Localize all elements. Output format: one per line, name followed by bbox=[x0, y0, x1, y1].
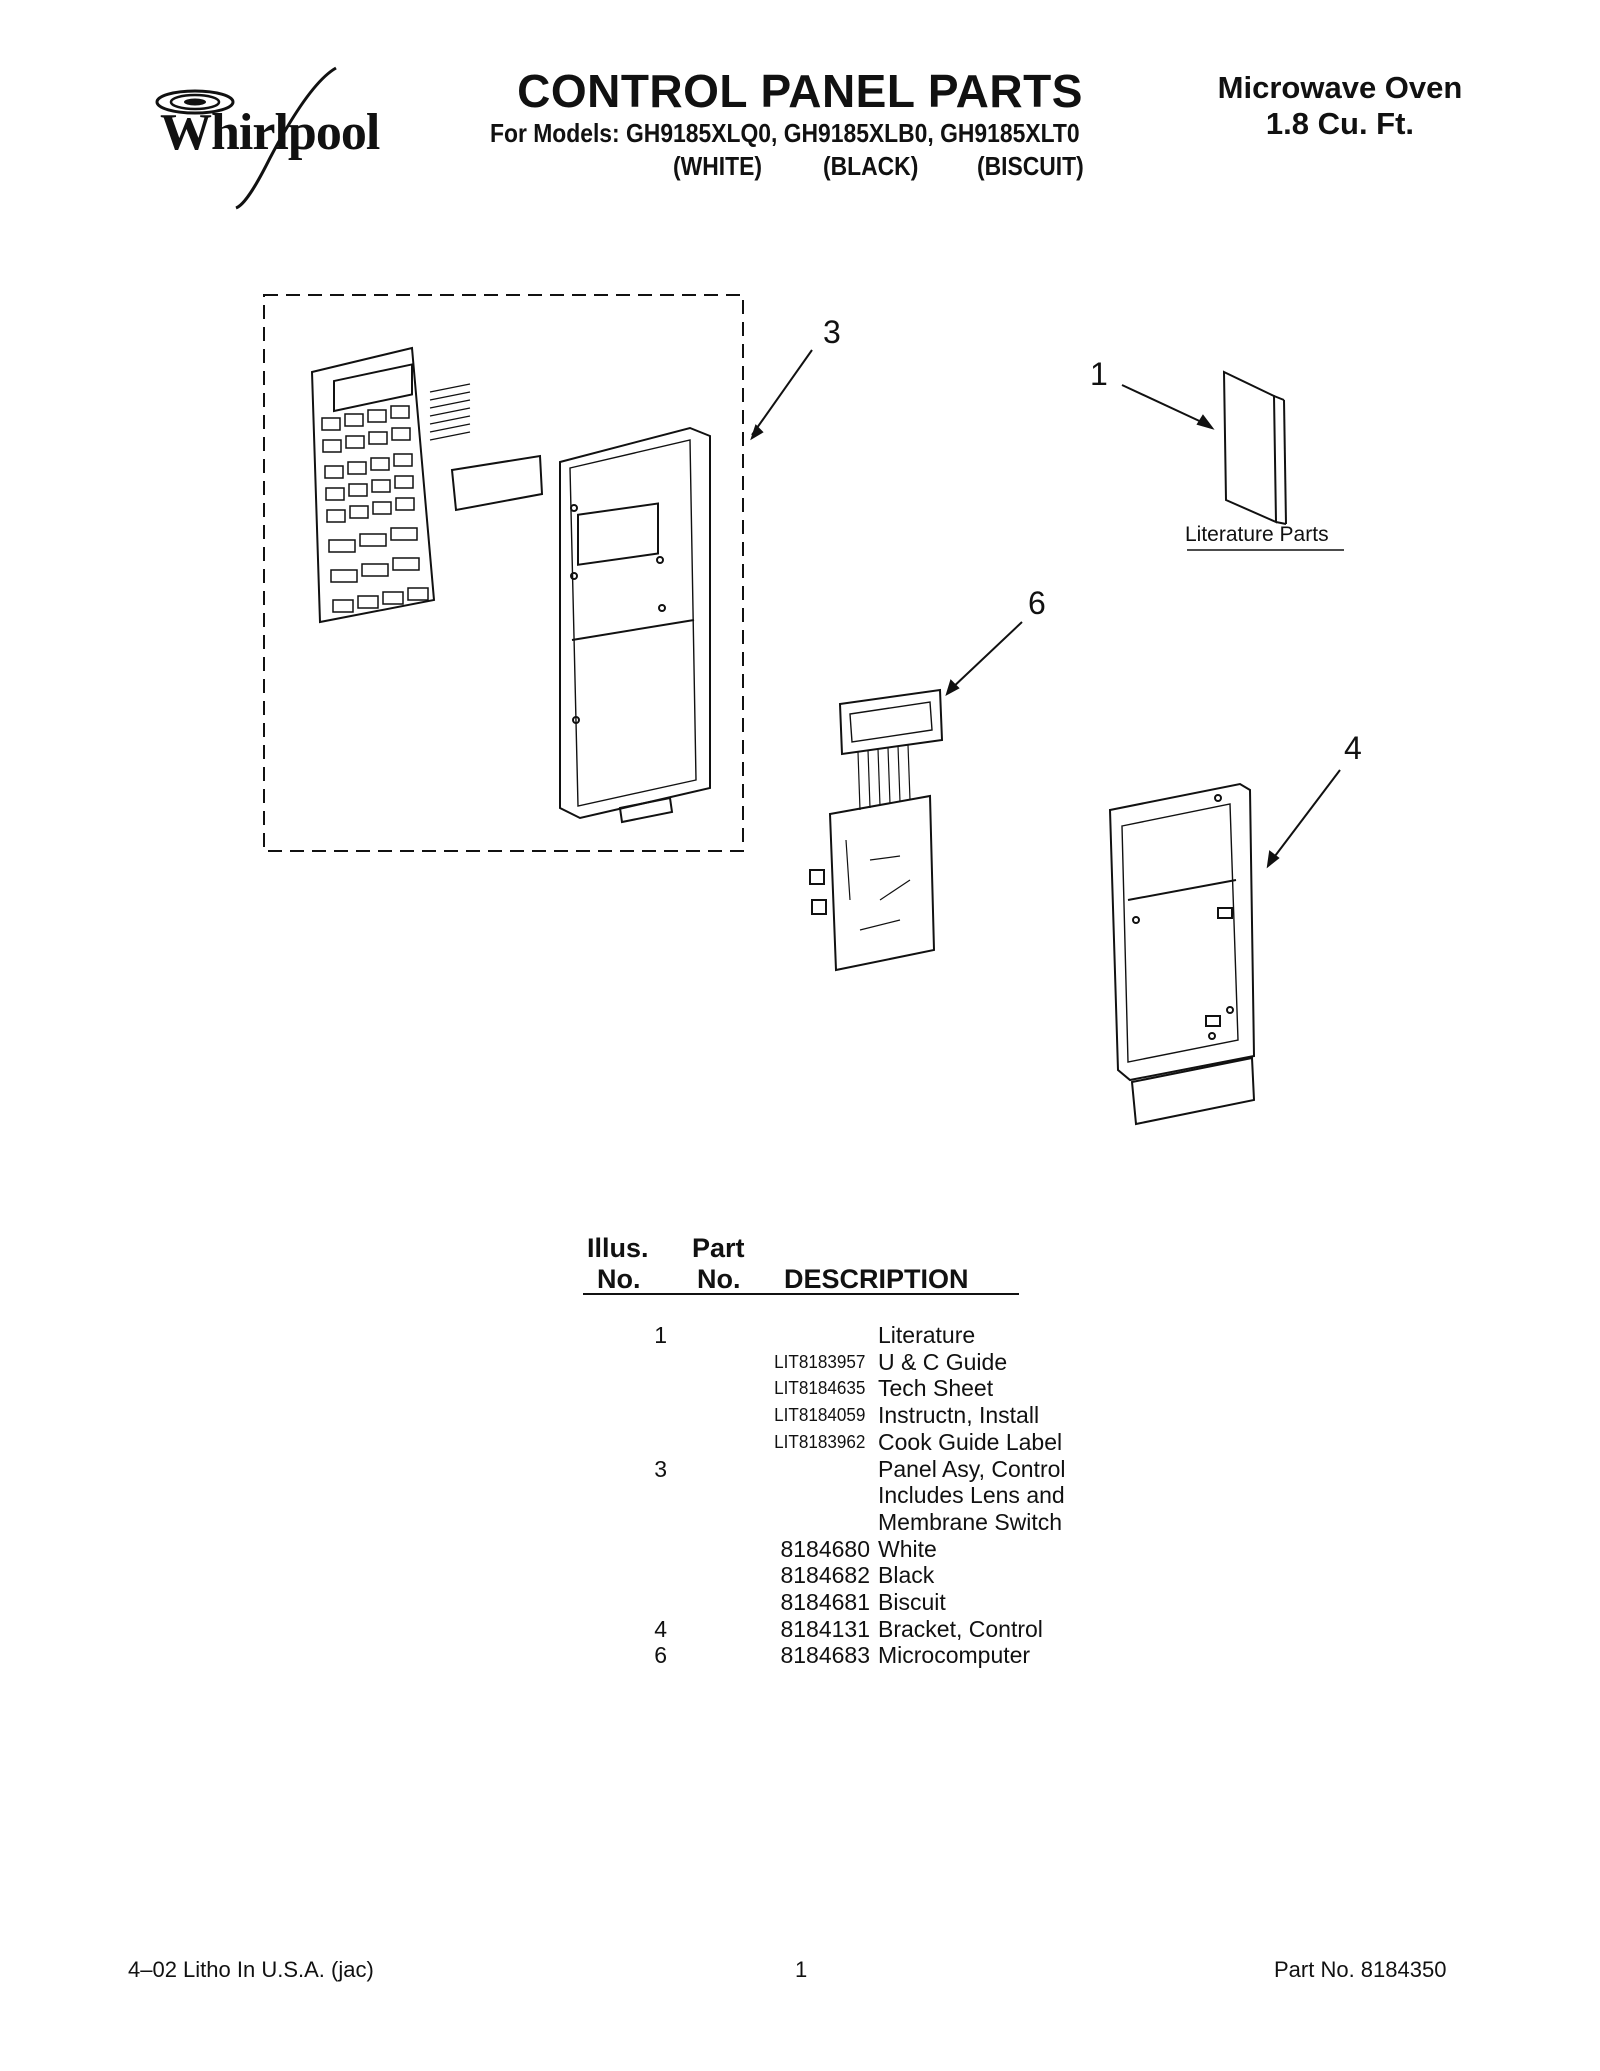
header-part-bottom: No. bbox=[697, 1264, 741, 1294]
illus-number: 3 bbox=[654, 1455, 667, 1482]
lens-drawing bbox=[450, 454, 544, 512]
logo-swirl-icon bbox=[155, 66, 337, 210]
table-row: LIT8184059 Instructn, Install bbox=[583, 1402, 1066, 1429]
part-number: 8184131 bbox=[780, 1615, 870, 1642]
part-description: Instructn, Install bbox=[878, 1402, 1040, 1429]
brand-wordmark: Whirlpool bbox=[160, 104, 380, 161]
product-type: Microwave Oven bbox=[1217, 70, 1463, 105]
header-description: DESCRIPTION bbox=[784, 1264, 969, 1294]
membrane-switch-drawing bbox=[310, 346, 471, 624]
part-description: Literature bbox=[878, 1322, 976, 1348]
illus-number bbox=[583, 1429, 679, 1456]
models-line: For Models: GH9185XLQ0, GH9185XLB0, GH91… bbox=[490, 118, 1080, 148]
header-rule bbox=[583, 1293, 1019, 1295]
illus-number bbox=[583, 1509, 679, 1536]
illus-number bbox=[583, 1375, 679, 1402]
table-row: LIT8183957 U & C Guide bbox=[583, 1349, 1066, 1376]
callout-1: 1 bbox=[1090, 356, 1108, 392]
table-row: 1 Literature bbox=[583, 1322, 1066, 1349]
page-title: CONTROL PANEL PARTS bbox=[517, 65, 1083, 117]
part-number: 8184681 bbox=[780, 1589, 870, 1616]
table-row: 8184681 Biscuit bbox=[583, 1589, 1066, 1616]
exploded-parts-diagram bbox=[263, 294, 1344, 1126]
footer-printing-info: 4–02 Litho In U.S.A. (jac) bbox=[128, 1957, 374, 1982]
part-number bbox=[679, 1456, 878, 1483]
color-white: (WHITE) bbox=[673, 151, 762, 181]
part-description: Panel Asy, Control bbox=[878, 1455, 1066, 1482]
illus-number bbox=[583, 1562, 679, 1589]
part-number bbox=[679, 1322, 878, 1349]
table-row: LIT8183962 Cook Guide Label bbox=[583, 1429, 1066, 1456]
illus-number bbox=[583, 1402, 679, 1429]
part-number bbox=[679, 1482, 878, 1509]
table-row: LIT8184635 Tech Sheet bbox=[583, 1375, 1066, 1402]
part-description: Biscuit bbox=[878, 1589, 946, 1616]
part-number: LIT8184059 bbox=[774, 1405, 866, 1426]
header-illus-bottom: No. bbox=[597, 1264, 641, 1294]
part-description: Membrane Switch bbox=[878, 1508, 1063, 1535]
color-biscuit: (BISCUIT) bbox=[977, 151, 1084, 181]
part-number: LIT8184635 bbox=[774, 1378, 866, 1399]
leader-6 bbox=[949, 621, 1023, 691]
whirlpool-logo bbox=[140, 60, 380, 210]
part-number: 8184682 bbox=[780, 1562, 870, 1589]
header-illus-top: Illus. bbox=[587, 1233, 649, 1263]
part-description: U & C Guide bbox=[878, 1348, 1008, 1375]
table-row: 4 8184131 Bracket, Control bbox=[583, 1616, 1066, 1643]
table-row: 8184682 Black bbox=[583, 1562, 1066, 1589]
control-panel-drawing bbox=[559, 426, 711, 824]
part-description: Includes Lens and bbox=[878, 1482, 1065, 1509]
part-number: 8184683 bbox=[780, 1642, 870, 1669]
part-description: Microcomputer bbox=[878, 1642, 1031, 1669]
table-row: Membrane Switch bbox=[583, 1509, 1066, 1536]
part-number: 8184680 bbox=[780, 1535, 870, 1562]
leader-3 bbox=[751, 349, 813, 436]
part-description: Tech Sheet bbox=[878, 1375, 994, 1402]
illus-number: 4 bbox=[654, 1615, 667, 1642]
page-number: 1 bbox=[795, 1957, 808, 1982]
illus-number bbox=[583, 1536, 679, 1563]
callout-6: 6 bbox=[1028, 585, 1046, 621]
callout-3: 3 bbox=[823, 314, 841, 350]
table-row: Includes Lens and bbox=[583, 1482, 1066, 1509]
leader-1 bbox=[1121, 384, 1209, 426]
illus-number bbox=[583, 1349, 679, 1376]
table-row: 8184680 White bbox=[583, 1536, 1066, 1563]
part-description: White bbox=[878, 1535, 937, 1562]
literature-booklet-drawing bbox=[1222, 370, 1287, 525]
parts-table: 1 Literature LIT8183957 U & C Guide LIT818… bbox=[583, 1322, 1066, 1669]
table-row: 3 Panel Asy, Control bbox=[583, 1455, 1066, 1483]
assembly-boundary bbox=[263, 294, 744, 852]
part-number bbox=[679, 1509, 878, 1536]
illus-number: 1 bbox=[654, 1322, 667, 1348]
footer-part-number: Part No. 8184350 bbox=[1274, 1957, 1447, 1982]
literature-parts-label: Literature Parts bbox=[1185, 523, 1329, 546]
illus-number: 6 bbox=[654, 1642, 667, 1669]
part-description: Black bbox=[878, 1562, 935, 1589]
illus-number bbox=[583, 1589, 679, 1616]
illus-number bbox=[583, 1482, 679, 1509]
control-bracket-drawing bbox=[1108, 782, 1256, 1126]
product-capacity: 1.8 Cu. Ft. bbox=[1265, 106, 1415, 141]
part-number: LIT8183957 bbox=[774, 1351, 866, 1372]
color-black: (BLACK) bbox=[823, 151, 919, 181]
part-description: Cook Guide Label bbox=[878, 1428, 1063, 1455]
part-description: Bracket, Control bbox=[878, 1615, 1043, 1642]
callout-4: 4 bbox=[1344, 730, 1362, 766]
leader-4 bbox=[1271, 769, 1341, 861]
product-heading: Microwave Oven 1.8 Cu. Ft. bbox=[1190, 70, 1490, 142]
microcomputer-drawing bbox=[809, 688, 944, 972]
header-part-top: Part bbox=[692, 1233, 745, 1263]
part-number: LIT8183962 bbox=[774, 1431, 866, 1452]
table-row: 6 8184683 Microcomputer bbox=[583, 1642, 1066, 1669]
